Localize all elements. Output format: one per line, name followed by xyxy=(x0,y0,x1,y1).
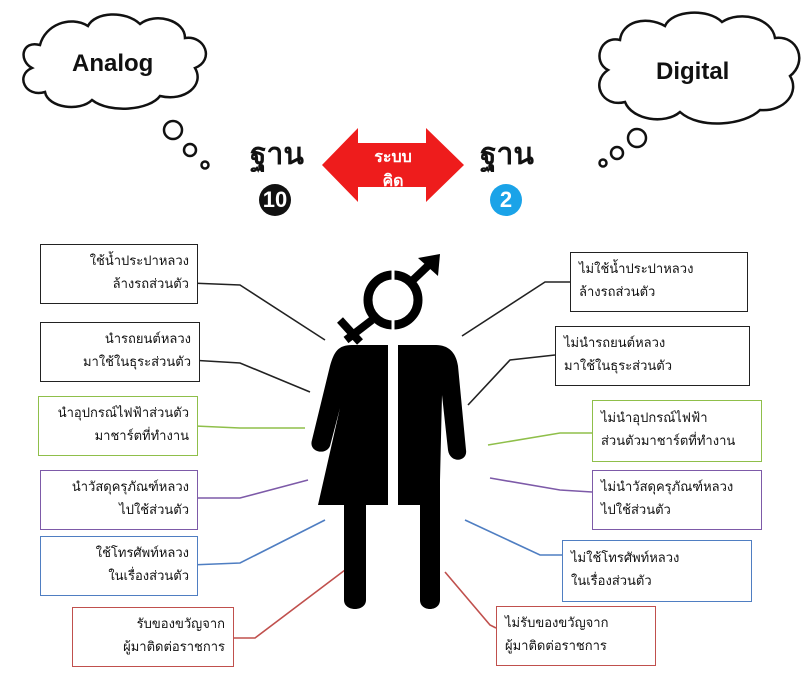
leader-lines xyxy=(189,281,593,639)
box-line: ใช้น้ำประปาหลวง xyxy=(89,254,189,270)
left-box-car: นำรถยนต์หลวง มาใช้ในธุระส่วนตัว xyxy=(40,322,200,382)
leader-line xyxy=(232,569,346,639)
arrow-text-line1: ระบบ xyxy=(374,147,412,166)
base-10-label: ฐาน xyxy=(250,137,304,172)
box-line: นำรถยนต์หลวง xyxy=(104,332,191,348)
right-box-gift: ไม่รับของขวัญจาก ผู้มาติดต่อราชการ xyxy=(496,606,656,666)
box-line: ใช้โทรศัพท์หลวง xyxy=(95,546,189,562)
left-box-phone: ใช้โทรศัพท์หลวง ในเรื่องส่วนตัว xyxy=(40,536,198,596)
right-box-car: ไม่นำรถยนต์หลวง มาใช้ในธุระส่วนตัว xyxy=(555,326,750,386)
box-line: ส่วนตัวมาชาร์ตที่ทำงาน xyxy=(601,434,736,449)
base-2-label: ฐาน xyxy=(480,137,534,172)
leader-line xyxy=(189,359,311,393)
digital-thought-cloud xyxy=(598,11,801,168)
analog-label: Analog xyxy=(72,50,154,77)
right-box-phone: ไม่ใช้โทรศัพท์หลวง ในเรื่องส่วนตัว xyxy=(562,540,752,602)
analog-thought-cloud xyxy=(22,13,210,170)
right-box-charging: ไม่นำอุปกรณ์ไฟฟ้า ส่วนตัวมาชาร์ตที่ทำงาน xyxy=(592,400,762,462)
right-box-water: ไม่ใช้น้ำประปาหลวง ล้างรถส่วนตัว xyxy=(570,252,748,312)
box-line: ไปใช้ส่วนตัว xyxy=(601,503,671,518)
gender-split-figure-icon xyxy=(311,254,467,609)
left-box-water: ใช้น้ำประปาหลวง ล้างรถส่วนตัว xyxy=(40,244,198,304)
thinking-system-arrow xyxy=(322,128,464,202)
box-line: ล้างรถส่วนตัว xyxy=(112,277,189,292)
box-line: ไม่ใช้น้ำประปาหลวง xyxy=(579,262,694,278)
leader-line xyxy=(467,354,556,406)
box-line: นำวัสดุครุภัณฑ์หลวง xyxy=(71,480,189,496)
arrow-text-line2: คิด xyxy=(382,171,404,190)
box-line: ในเรื่องส่วนตัว xyxy=(571,574,652,589)
leader-line xyxy=(487,432,592,446)
leader-line xyxy=(464,519,562,556)
box-line: ไม่นำวัสดุครุภัณฑ์หลวง xyxy=(601,480,734,496)
left-box-charging: นำอุปกรณ์ไฟฟ้าส่วนตัว มาชาร์ตที่ทำงาน xyxy=(38,396,198,456)
box-line: ไม่นำอุปกรณ์ไฟฟ้า xyxy=(601,411,708,427)
base-2-number-badge: 2 xyxy=(490,184,522,216)
leader-line xyxy=(189,519,326,566)
base-10-number-badge: 10 xyxy=(259,184,291,216)
box-line: ผู้มาติดต่อราชการ xyxy=(123,640,225,655)
digital-label: Digital xyxy=(656,58,730,85)
box-line: ในเรื่องส่วนตัว xyxy=(108,569,189,584)
leader-line xyxy=(461,281,570,337)
right-box-equipment: ไม่นำวัสดุครุภัณฑ์หลวง ไปใช้ส่วนตัว xyxy=(592,470,762,530)
box-line: ไปใช้ส่วนตัว xyxy=(119,503,189,518)
left-box-equipment: นำวัสดุครุภัณฑ์หลวง ไปใช้ส่วนตัว xyxy=(40,470,198,530)
leader-line xyxy=(189,282,326,341)
box-line: มาใช้ในธุระส่วนตัว xyxy=(82,355,191,370)
box-line: ไม่ใช้โทรศัพท์หลวง xyxy=(571,551,680,567)
leader-line xyxy=(190,479,309,499)
box-line: มาใช้ในธุระส่วนตัว xyxy=(564,359,673,374)
box-line: มาชาร์ตที่ทำงาน xyxy=(94,429,189,444)
leader-line xyxy=(194,425,305,429)
box-line: ล้างรถส่วนตัว xyxy=(579,285,656,300)
box-line: ผู้มาติดต่อราชการ xyxy=(505,639,607,654)
leader-line xyxy=(489,477,593,493)
left-box-gift: รับของขวัญจาก ผู้มาติดต่อราชการ xyxy=(72,607,234,667)
box-line: รับของขวัญจาก xyxy=(136,617,225,633)
box-line: นำอุปกรณ์ไฟฟ้าส่วนตัว xyxy=(57,406,189,422)
box-line: ไม่นำรถยนต์หลวง xyxy=(564,336,666,352)
leader-line xyxy=(444,571,497,629)
box-line: ไม่รับของขวัญจาก xyxy=(505,616,609,632)
